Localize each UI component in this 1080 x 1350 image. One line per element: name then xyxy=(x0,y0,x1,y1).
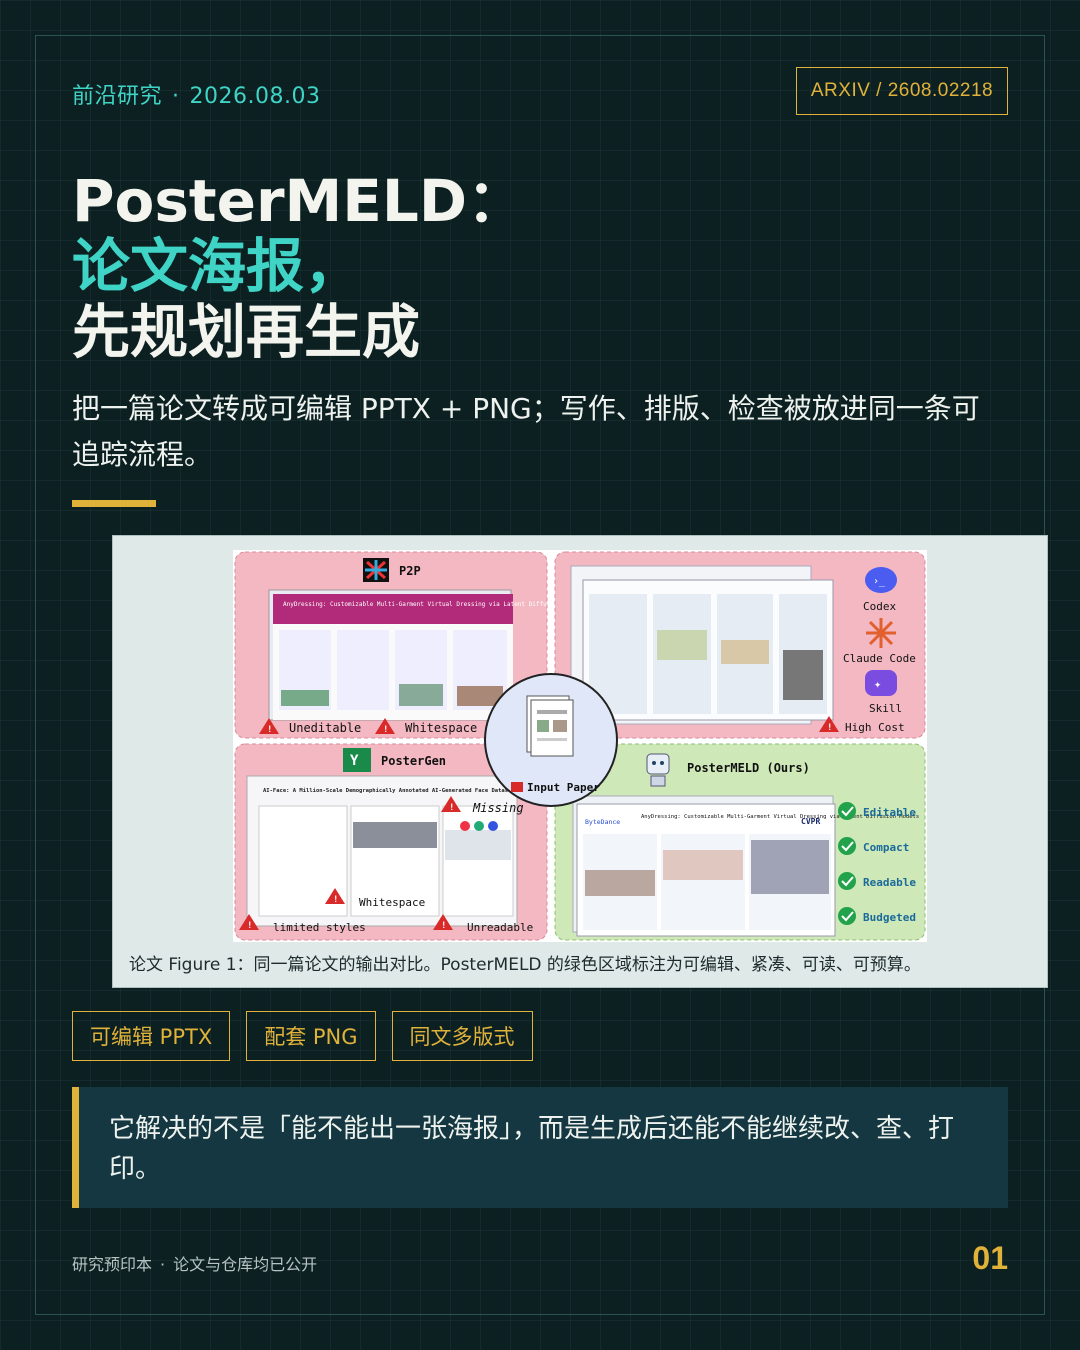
p2p-logo-icon xyxy=(363,558,389,582)
claude-code-label: Claude Code xyxy=(843,652,916,665)
tag-png[interactable]: 配套 PNG xyxy=(246,1011,376,1061)
svg-text:!: ! xyxy=(267,725,272,735)
cvpr-logo: CVPR xyxy=(801,817,820,826)
p2p-label: P2P xyxy=(399,564,421,578)
page-number: 01 xyxy=(972,1240,1008,1276)
svg-text:!: ! xyxy=(827,723,832,733)
warning-icon: ! xyxy=(441,796,461,813)
svg-text:!: ! xyxy=(333,895,338,905)
svg-text:!: ! xyxy=(441,921,446,931)
category-label: 前沿研究 xyxy=(72,84,163,109)
svg-text:Y: Y xyxy=(350,753,359,769)
svg-text:›_: ›_ xyxy=(873,576,886,587)
header-meta: 前沿研究 · 2026.08.03 xyxy=(72,78,320,110)
key-quote: 它解决的不是「能不能出一张海报」，而是生成后还能不能继续改、查、打印。 xyxy=(72,1087,1008,1208)
warning-icon: ! xyxy=(325,888,345,905)
tag-multi-layout[interactable]: 同文多版式 xyxy=(391,1011,533,1061)
postergen-label: PosterGen xyxy=(381,754,446,768)
check-icon xyxy=(838,802,856,820)
arxiv-badge[interactable]: ARXIV / 2608.02218 xyxy=(796,67,1008,115)
subtitle: 把一篇论文转成可编辑 PPTX + PNG；写作、排版、检查被放进同一条可追踪流… xyxy=(72,392,980,471)
title-line-3: 先规划再生成 xyxy=(72,300,421,365)
compact-label: Compact xyxy=(863,841,909,854)
warning-icon: ! xyxy=(239,914,259,931)
p2p-poster-title: AnyDressing: Customizable Multi-Garment … xyxy=(283,601,587,608)
postermeld-label: PosterMELD (Ours) xyxy=(687,761,810,775)
codex-icon: ›_ xyxy=(865,567,897,593)
warning-icon: ! xyxy=(375,718,395,735)
comparison-figure: P2P AnyDressing: Customizable Multi-Garm… xyxy=(233,550,927,942)
whitespace-label: Whitespace xyxy=(405,721,477,735)
page-title: PosterMELD： 论文海报， 先规划再生成 xyxy=(72,168,525,366)
tag-editable-pptx[interactable]: 可编辑 PPTX xyxy=(72,1011,231,1061)
postergen-logo-icon: Y xyxy=(343,748,371,772)
svg-text:!: ! xyxy=(449,803,454,813)
editable-label: Editable xyxy=(863,806,916,819)
claude-code-icon xyxy=(866,618,896,648)
svg-text:✦: ✦ xyxy=(874,677,881,691)
postermeld-poster-title: AnyDressing: Customizable Multi-Garment … xyxy=(641,814,919,820)
p2p-poster-header xyxy=(273,594,513,624)
title-line-2: 论文海报， xyxy=(72,234,363,299)
agent-poster-columns xyxy=(589,594,827,714)
unreadable-label: Unreadable xyxy=(467,921,533,934)
input-paper-label: Input Paper xyxy=(527,781,600,794)
footer-meta: 研究预印本 · 论文与仓库均已公开 xyxy=(72,1251,317,1275)
p2p-poster-columns xyxy=(279,630,507,710)
feature-tags: 可编辑 PPTX 配套 PNG 同文多版式 xyxy=(72,1011,533,1061)
missing-label: Missing xyxy=(472,801,524,815)
robot-icon xyxy=(646,753,670,787)
svg-text:!: ! xyxy=(247,921,252,931)
warning-icon: ! xyxy=(433,914,453,931)
paper-icon xyxy=(526,695,574,757)
budgeted-label: Budgeted xyxy=(863,911,916,924)
footer-preprint: 研究预印本 xyxy=(72,1255,153,1274)
footer-open-source: 论文与仓库均已公开 xyxy=(173,1255,318,1274)
postermeld-poster-columns xyxy=(583,834,831,930)
skill-label: Skill xyxy=(869,702,902,715)
separator-dot: · xyxy=(160,1255,166,1274)
bytedance-logo: ByteDance xyxy=(585,818,620,826)
aiface-title: AI-Face: A Million-Scale Demographically… xyxy=(263,788,592,794)
check-icon xyxy=(838,872,856,890)
skill-icon: ✦ xyxy=(865,670,897,696)
figure-box: P2P AnyDressing: Customizable Multi-Garm… xyxy=(112,535,1048,988)
publish-date: 2026.08.03 xyxy=(189,84,321,109)
separator-dot: · xyxy=(172,84,180,109)
warning-icon: ! xyxy=(259,718,279,735)
accent-bar xyxy=(72,500,156,507)
figure-caption: 论文 Figure 1：同一篇论文的输出对比。PosterMELD 的绿色区域标… xyxy=(129,955,921,975)
limited-styles-label: limited styles xyxy=(273,921,366,934)
uneditable-label: Uneditable xyxy=(289,721,361,735)
warning-icon: ! xyxy=(819,716,839,733)
arxiv-id: ARXIV / 2608.02218 xyxy=(810,80,994,101)
pdf-icon xyxy=(511,782,523,792)
check-icon xyxy=(838,837,856,855)
title-line-1: PosterMELD： xyxy=(72,167,525,235)
svg-text:!: ! xyxy=(383,725,388,735)
whitespace-label-2: Whitespace xyxy=(359,896,425,909)
check-icon xyxy=(838,907,856,925)
readable-label: Readable xyxy=(863,876,916,889)
codex-label: Codex xyxy=(863,600,896,613)
high-cost-label: High Cost xyxy=(845,721,905,734)
